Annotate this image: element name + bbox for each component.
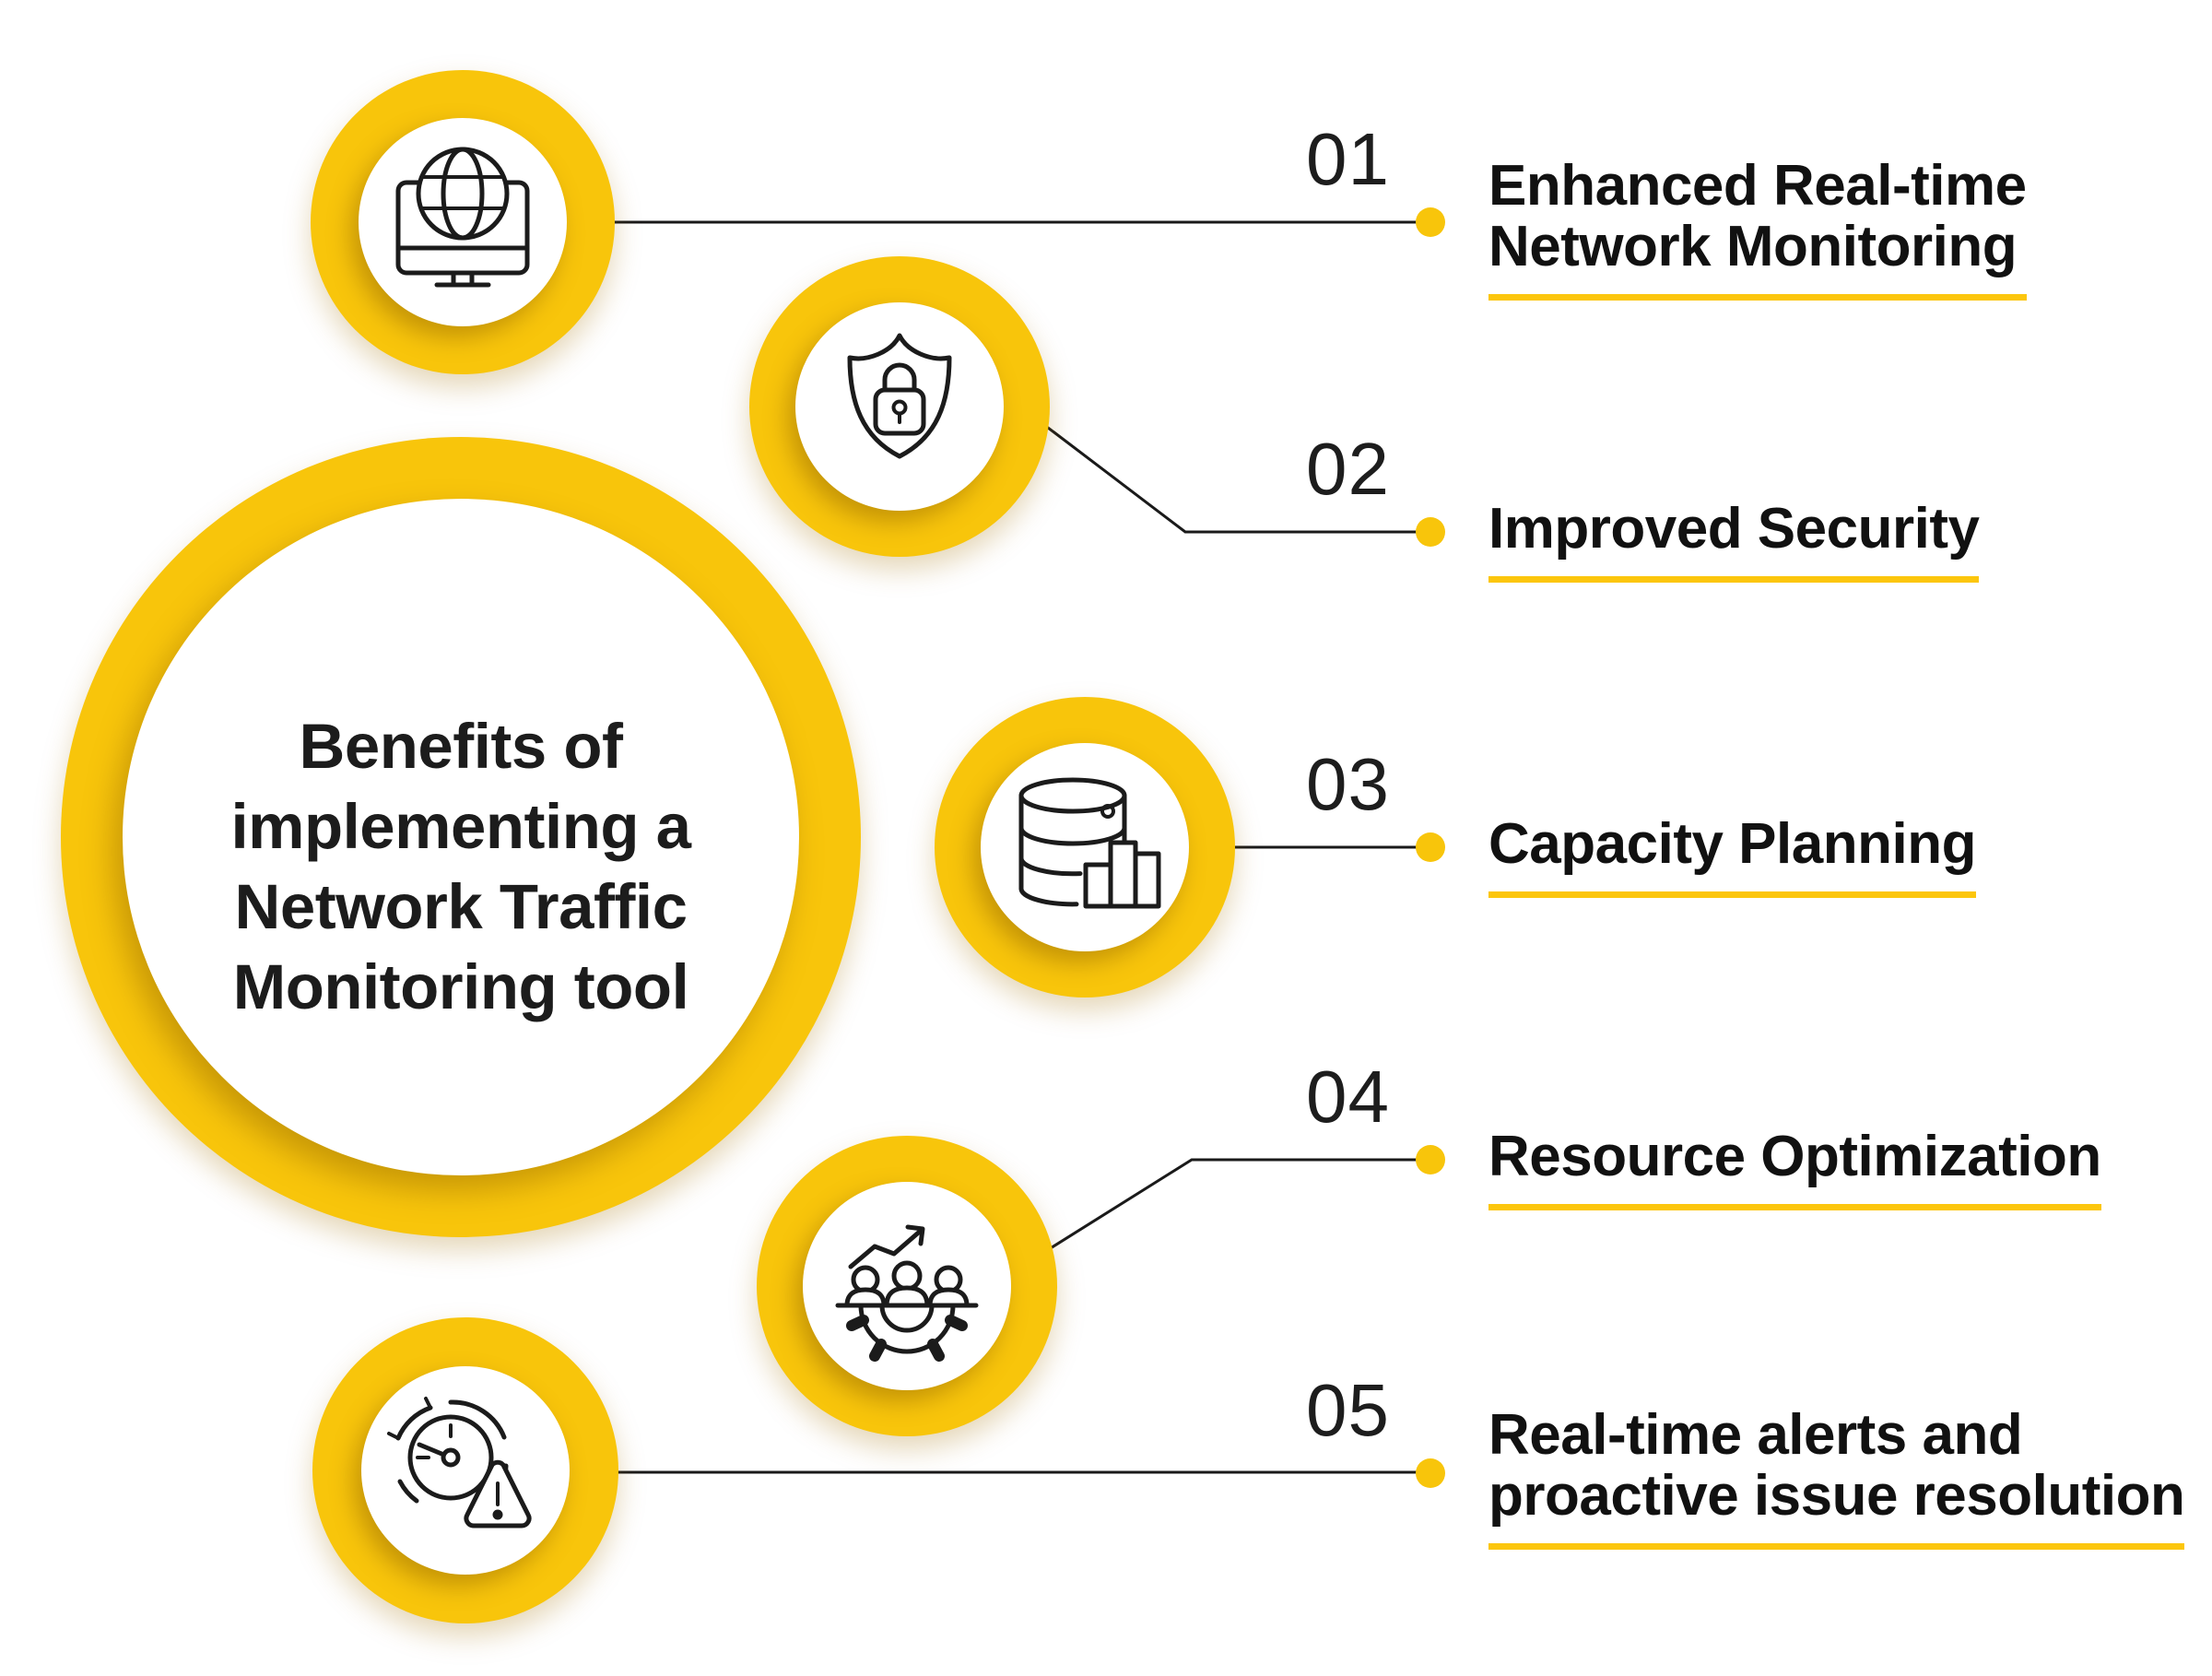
- benefit-circle-5: [312, 1317, 618, 1623]
- benefit-circle-3: [935, 697, 1235, 997]
- benefit-dot-4: [1416, 1145, 1445, 1174]
- benefit-number-1: 01: [1306, 118, 1390, 200]
- connector-line-2: [1008, 396, 1418, 534]
- shield-lock-icon: [847, 333, 952, 459]
- clock-alert-icon: [387, 1397, 532, 1528]
- benefit-label-1-line2: Network Monitoring: [1488, 215, 2018, 278]
- benefit-dot-2: [1416, 517, 1445, 547]
- page-title-line: Network Traffic: [234, 871, 688, 942]
- page-title: Benefits of implementing a Network Traff…: [123, 706, 799, 1027]
- benefit-number-2: 02: [1306, 428, 1390, 510]
- benefit-label-3-line1: Capacity Planning: [1488, 812, 1976, 876]
- database-chart-icon: [1018, 777, 1161, 909]
- benefit-label-1-line1: Enhanced Real-time: [1488, 154, 2027, 218]
- page-title-line: implementing a: [230, 791, 691, 862]
- benefit-circle-1: [311, 70, 615, 374]
- benefit-label-2-line1: Improved Security: [1488, 497, 1980, 561]
- center-circle: [61, 437, 861, 1237]
- benefit-label-3: Capacity Planning: [1488, 814, 1976, 898]
- benefit-circle-2: [749, 256, 1050, 557]
- benefit-label-5: Real-time alerts and proactive issue res…: [1488, 1403, 2185, 1550]
- benefit-circle-3-inner: [981, 743, 1189, 951]
- benefit-number-5: 05: [1306, 1369, 1390, 1451]
- benefit-dot-1: [1416, 207, 1445, 237]
- benefit-label-4-line1: Resource Optimization: [1488, 1125, 2101, 1188]
- benefit-label-1: Enhanced Real-time Network Monitoring: [1488, 156, 2027, 301]
- benefit-number-4: 04: [1306, 1056, 1390, 1138]
- globe-monitor-icon: [395, 147, 530, 288]
- benefit-dot-3: [1416, 832, 1445, 862]
- benefit-label-5-line1: Real-time alerts and: [1488, 1403, 2023, 1467]
- benefit-number-3: 03: [1306, 743, 1390, 825]
- team-gear-icon: [835, 1224, 979, 1362]
- benefit-circle-5-inner: [361, 1366, 570, 1575]
- benefit-label-4: Resource Optimization: [1488, 1127, 2101, 1210]
- benefit-circle-2-inner: [795, 302, 1004, 511]
- center-circle-inner: [123, 499, 799, 1175]
- benefit-dot-5: [1416, 1458, 1445, 1488]
- benefit-circle-1-inner: [359, 118, 567, 326]
- benefit-circle-4: [757, 1136, 1057, 1436]
- connector-line-4: [1008, 1158, 1418, 1276]
- benefit-label-5-line2: proactive issue resolution: [1488, 1464, 2185, 1528]
- benefit-label-2: Improved Security: [1488, 497, 1980, 583]
- benefit-circle-4-inner: [803, 1182, 1011, 1390]
- page-title-line: Benefits of: [299, 711, 623, 782]
- page-title-line: Monitoring tool: [232, 951, 689, 1022]
